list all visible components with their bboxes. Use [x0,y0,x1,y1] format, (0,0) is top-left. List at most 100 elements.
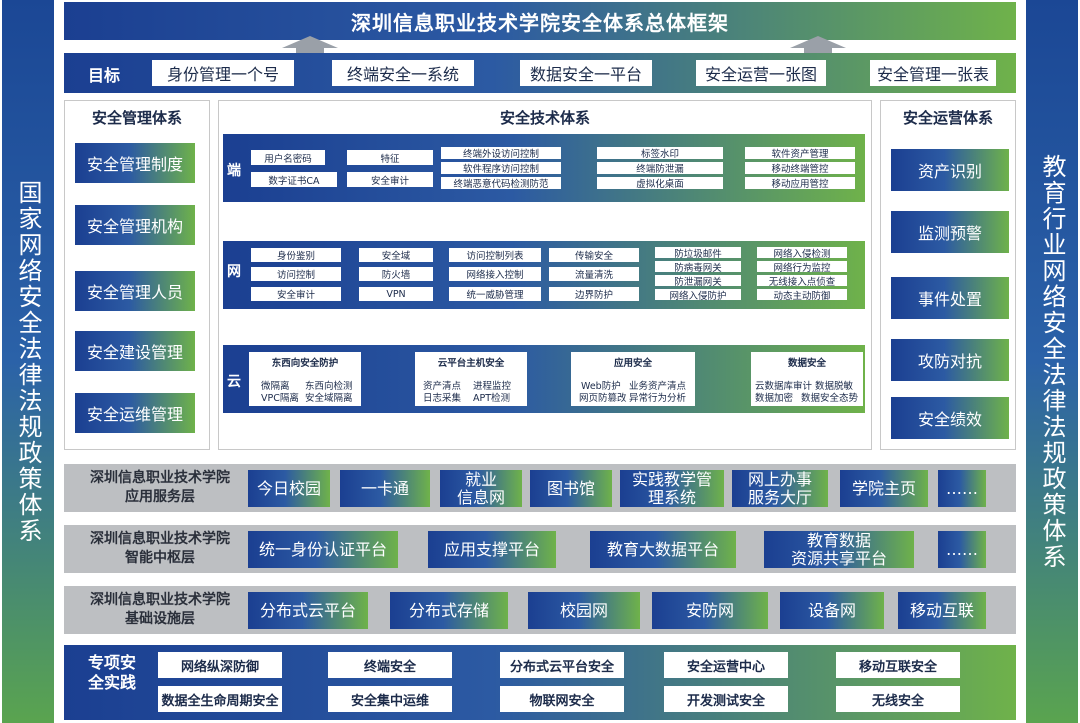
education-policy-text: 教育行业网络安全法律法规政策体系 [1038,153,1066,570]
layer-item: 网上办事 服务大厅 [732,470,828,507]
practice-item: 移动互联安全 [836,652,960,678]
goal-item: 身份管理一个号 [152,60,294,86]
goal-item: 终端安全一系统 [332,60,474,86]
layer-item: 实践教学管 理系统 [620,470,724,507]
ops-item: 攻防对抗 [891,339,1009,381]
practice-label: 专项安全实践 [87,653,136,692]
layer-label-line: 深圳信息职业技术学院 [90,592,230,608]
cloud-line: 业务资产清点 [629,381,687,392]
goal-label: 目标 [88,66,121,85]
cloud-line: 安全域隔离 [305,393,353,404]
tech-cell: 网络入侵检测 [757,247,847,258]
cloud-line: VPC隔离 [261,393,299,404]
tech-cell: 防垃圾邮件 [655,247,741,258]
mgmt-title: 安全管理体系 [91,109,182,127]
layer-item: 图书馆 [530,470,612,507]
layer-item-line: 理系统 [647,487,696,507]
practice-item: 数据全生命周期安全 [158,686,282,712]
ops-item: 事件处置 [891,277,1009,319]
tech-cell: 数字证书CA [251,172,337,187]
tech-cell: 统一威胁管理 [449,287,541,301]
layer-item: 学院主页 [840,470,928,507]
cloud-label: 云 [227,374,241,390]
layer-item: …… [938,531,986,568]
cloud-line: 数据安全态势 [801,393,859,404]
endpoint-label: 端 [227,163,241,179]
goal-row: 目标 身份管理一个号 终端安全一系统 数据安全一平台 安全运营一张图 安全管理一… [64,53,1016,93]
cloud-block: 云平台主机安全 资产清点 进程监控 日志采集 APT检测 [415,352,527,406]
ops-panel: 安全运营体系 资产识别 监测预警 事件处置 攻防对抗 安全绩效 [880,100,1016,450]
tech-cell: 网络接入控制 [449,267,541,281]
tech-cell: 软件资产管理 [745,147,855,159]
layer-item-line: 就业 [464,469,497,489]
arrow-stem [804,47,832,53]
cloud-block: 应用安全 Web防护 业务资产清点 网页防篡改 异常行为分析 [571,352,695,406]
cloud-block-title: 云平台主机安全 [437,358,505,369]
practice-item: 物联网安全 [500,686,624,712]
tech-cell: 终端恶意代码检测防范 [441,177,561,189]
layer-item: 校园网 [528,592,640,629]
cloud-line: 资产清点 [423,381,462,392]
tech-cell: 防泄漏网关 [655,275,741,286]
layer-label-line: 智能中枢层 [125,550,195,566]
layer-item: 教育大数据平台 [590,531,736,568]
practice-item: 安全集中运维 [328,686,452,712]
layer-label: 深圳信息职业技术学院 智能中枢层 [72,525,248,573]
tech-cell: 终端外设访问控制 [441,147,561,159]
tech-row-endpoint: 端 用户名密码 数字证书CA 特征 安全审计 终端外设访问控制 软件程序访问控制… [223,134,865,202]
mgmt-item: 安全管理人员 [75,271,195,311]
tech-cell: 移动应用管控 [745,177,855,189]
tech-cell: 终端防泄漏 [597,162,723,174]
layer-item: 统一身份认证平台 [248,531,398,568]
cloud-block: 东西向安全防护 微隔离 东西向检测 VPC隔离 安全域隔离 [249,352,361,406]
cloud-line: 微隔离 [261,381,290,392]
tech-cell: 访问控制 [251,267,341,281]
mgmt-item: 安全建设管理 [75,331,195,371]
network-label: 网 [227,264,241,280]
layer-item: 就业 信息网 [440,470,522,507]
layer-item-line: 服务大厅 [747,487,812,507]
layer-label-line: 深圳信息职业技术学院 [90,531,230,547]
layer-hub: 深圳信息职业技术学院 智能中枢层 统一身份认证平台 应用支撑平台 教育大数据平台… [64,525,1016,573]
practice-item: 分布式云平台安全 [500,652,624,678]
tech-cell: 移动终端管控 [745,162,855,174]
cloud-line: 异常行为分析 [629,393,687,404]
layer-item: 安防网 [652,592,768,629]
layer-app: 深圳信息职业技术学院 应用服务层 今日校园 一卡通 就业 信息网 图书馆 实践教… [64,464,1016,512]
layer-label-line: 应用服务层 [125,489,195,505]
layer-label: 深圳信息职业技术学院 应用服务层 [72,464,248,512]
layer-item-line: 信息网 [456,487,505,507]
practice-row: 专项安全实践 网络纵深防御 终端安全 分布式云平台安全 安全运营中心 移动互联安… [64,645,1016,720]
cloud-line: 云数据库审计 [755,381,813,392]
layer-item: 分布式云平台 [248,592,368,629]
layer-label-line: 深圳信息职业技术学院 [90,470,230,486]
tech-cell: 传输安全 [549,248,639,262]
cloud-line: 东西向检测 [305,381,353,392]
national-policy-bar: 国家网络安全法律法规政策体系 [2,0,54,723]
tech-cell: 安全审计 [251,287,341,301]
cloud-block-title: 东西向安全防护 [271,358,339,369]
goal-item: 数据安全一平台 [520,60,652,86]
mgmt-panel: 安全管理体系 安全管理制度 安全管理机构 安全管理人员 安全建设管理 安全运维管… [64,100,210,450]
cloud-line: 数据脱敏 [815,381,854,392]
tech-cell: 软件程序访问控制 [441,162,561,174]
layer-infra: 深圳信息职业技术学院 基础设施层 分布式云平台 分布式存储 校园网 安防网 设备… [64,586,1016,634]
title-bar: 深圳信息职业技术学院安全体系总体框架 [64,2,1016,40]
cloud-line: Web防护 [581,381,621,392]
layer-label: 深圳信息职业技术学院 基础设施层 [72,586,248,634]
arrow-stem [296,47,324,53]
cloud-block-title: 数据安全 [787,358,826,369]
tech-cell: 防火墙 [359,267,433,281]
layer-item-line: 实践教学管 [631,469,712,489]
layer-item: 应用支撑平台 [428,531,556,568]
tech-cell: 标签水印 [597,147,723,159]
tech-cell: 网络入侵防护 [655,289,741,300]
mgmt-item: 安全管理机构 [75,205,195,245]
cloud-block: 数据安全 云数据库审计 数据脱敏 数据加密 数据安全态势 [751,352,863,406]
tech-cell: 访问控制列表 [449,248,541,262]
tech-cell: 无线接入点侦查 [757,275,847,286]
cloud-line: 日志采集 [423,393,462,404]
education-policy-bar: 教育行业网络安全法律法规政策体系 [1026,0,1078,723]
layer-item: 设备网 [780,592,884,629]
goal-item: 安全管理一张表 [870,60,996,86]
